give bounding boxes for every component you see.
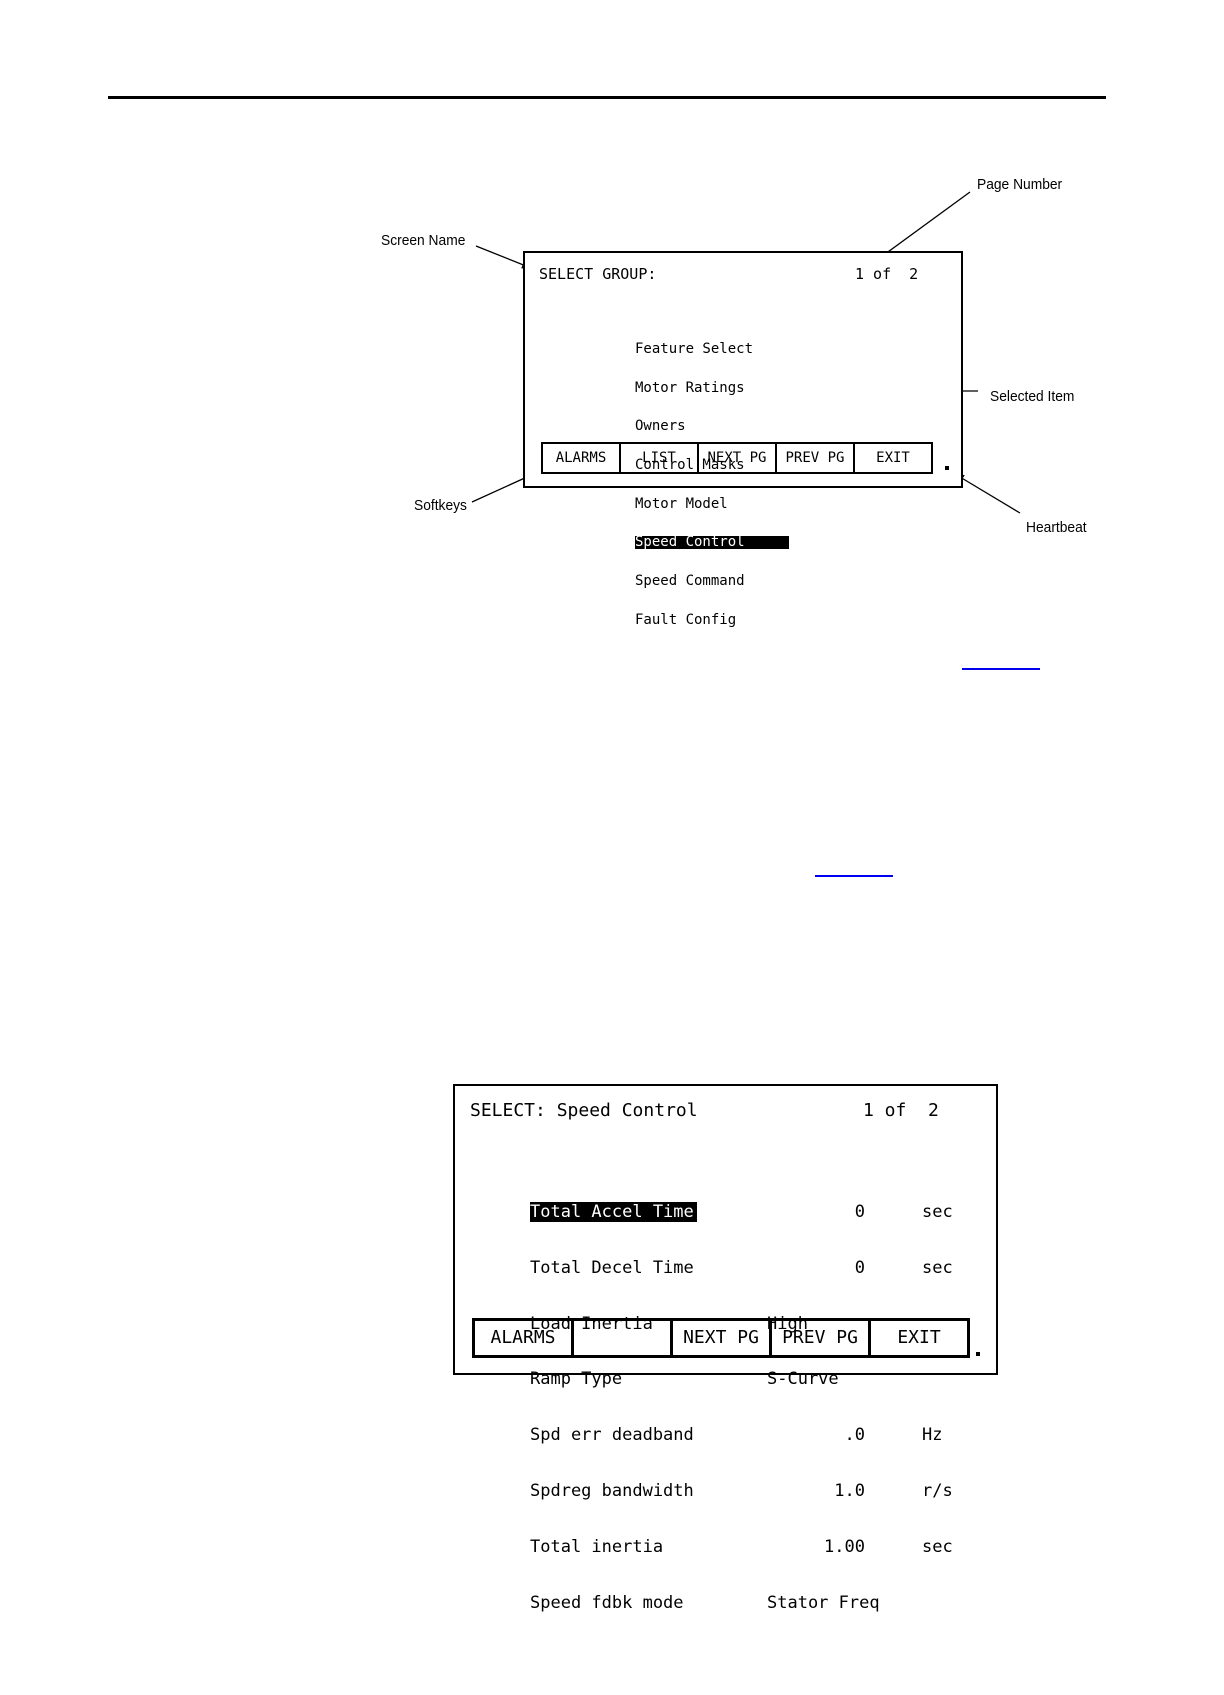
callout-selected-item: Selected Item (990, 388, 1075, 405)
parameter-row[interactable]: Total inertia 1.00 sec (455, 1536, 1000, 1557)
parameter-name: Speed fdbk mode (530, 1592, 684, 1613)
parameter-row[interactable]: Spdreg bandwidth 1.0 r/s (455, 1480, 1000, 1501)
softkey-prev-pg[interactable]: PREV PG (777, 444, 855, 472)
parameter-unit: r/s (922, 1480, 953, 1501)
parameter-unit: sec (922, 1536, 953, 1557)
parameter-value: Stator Freq (767, 1592, 880, 1613)
terminal-screen-speed-control: SELECT: Speed Control 1 of 2 Total Accel… (453, 1084, 998, 1613)
softkey-list[interactable]: LIST (621, 444, 699, 472)
softkey-alarms[interactable]: ALARMS (475, 1321, 574, 1355)
terminal-screen-select-group: SELECT GROUP: 1 of 2 Feature Select Moto… (523, 251, 963, 627)
parameter-row[interactable]: Speed fdbk mode Stator Freq (455, 1592, 1000, 1613)
softkey-bar: ALARMS NEXT PG PREV PG EXIT (472, 1318, 970, 1358)
list-item-selected[interactable]: Speed Control (635, 535, 789, 549)
heartbeat-indicator (945, 466, 949, 470)
callout-softkeys: Softkeys (414, 497, 467, 514)
list-item[interactable]: Motor Ratings (635, 379, 745, 396)
parameter-list: Total Accel Time 0 sec Total Decel Time … (455, 1164, 1000, 1650)
list-item[interactable]: Fault Config (635, 611, 737, 628)
callout-heartbeat: Heartbeat (1026, 519, 1087, 536)
parameter-row-selected[interactable]: Total Accel Time 0 sec (455, 1202, 1000, 1222)
list-item[interactable]: Feature Select (635, 340, 754, 357)
arrow-screen-name (475, 245, 532, 269)
softkey-prev-pg[interactable]: PREV PG (772, 1321, 871, 1355)
parameter-value: 0 (854, 1202, 865, 1222)
arrow-heartbeat (954, 473, 1021, 514)
parameter-value: 1.00 (824, 1536, 865, 1557)
softkey-exit[interactable]: EXIT (855, 444, 933, 472)
parameter-name: Spd err deadband (530, 1425, 694, 1446)
list-item[interactable]: Speed Command (635, 573, 745, 590)
screen-title: SELECT: Speed Control (470, 1100, 698, 1121)
parameter-unit: sec (922, 1202, 953, 1222)
softkey-next-pg[interactable]: NEXT PG (673, 1321, 772, 1355)
softkey-exit[interactable]: EXIT (871, 1321, 970, 1355)
parameter-value: S-Curve (767, 1369, 839, 1390)
parameter-name: Ramp Type (530, 1369, 623, 1390)
page-indicator: 1 of 2 (863, 1100, 939, 1121)
list-item[interactable]: Owners (635, 418, 686, 435)
parameter-unit: sec (922, 1257, 953, 1278)
figure-select-group: Screen Name Page Number Selected Item So… (0, 0, 1224, 627)
parameter-value: 0 (854, 1257, 865, 1278)
cross-reference-link[interactable] (962, 668, 1040, 670)
parameter-name: Total inertia (530, 1536, 664, 1557)
softkey-bar: ALARMS LIST NEXT PG PREV PG EXIT (541, 442, 933, 474)
page-indicator: 1 of 2 (855, 265, 919, 283)
softkey-blank[interactable] (574, 1321, 673, 1355)
parameter-row[interactable]: Spd err deadband .0 Hz (455, 1425, 1000, 1446)
parameter-name: Total Decel Time (530, 1257, 694, 1278)
parameter-name: Total Accel Time (530, 1202, 697, 1222)
screen-title: SELECT GROUP: (539, 265, 657, 283)
parameter-row[interactable]: Ramp Type S-Curve (455, 1369, 1000, 1390)
parameter-name: Spdreg bandwidth (530, 1480, 694, 1501)
callout-screen-name: Screen Name (381, 232, 466, 249)
heartbeat-indicator (976, 1352, 980, 1356)
group-list: Feature Select Motor Ratings Owners Cont… (635, 317, 789, 652)
list-item[interactable]: Control Masks (635, 456, 745, 473)
softkey-next-pg[interactable]: NEXT PG (699, 444, 777, 472)
cross-reference-link[interactable] (815, 875, 893, 877)
callout-page-number: Page Number (977, 176, 1063, 193)
list-item[interactable]: Motor Model (635, 495, 728, 512)
parameter-unit: Hz (922, 1425, 943, 1446)
parameter-value: .0 (844, 1425, 865, 1446)
header-rule (108, 96, 1106, 99)
parameter-value: 1.0 (834, 1480, 865, 1501)
parameter-row[interactable]: Total Decel Time 0 sec (455, 1257, 1000, 1278)
softkey-alarms[interactable]: ALARMS (543, 444, 621, 472)
